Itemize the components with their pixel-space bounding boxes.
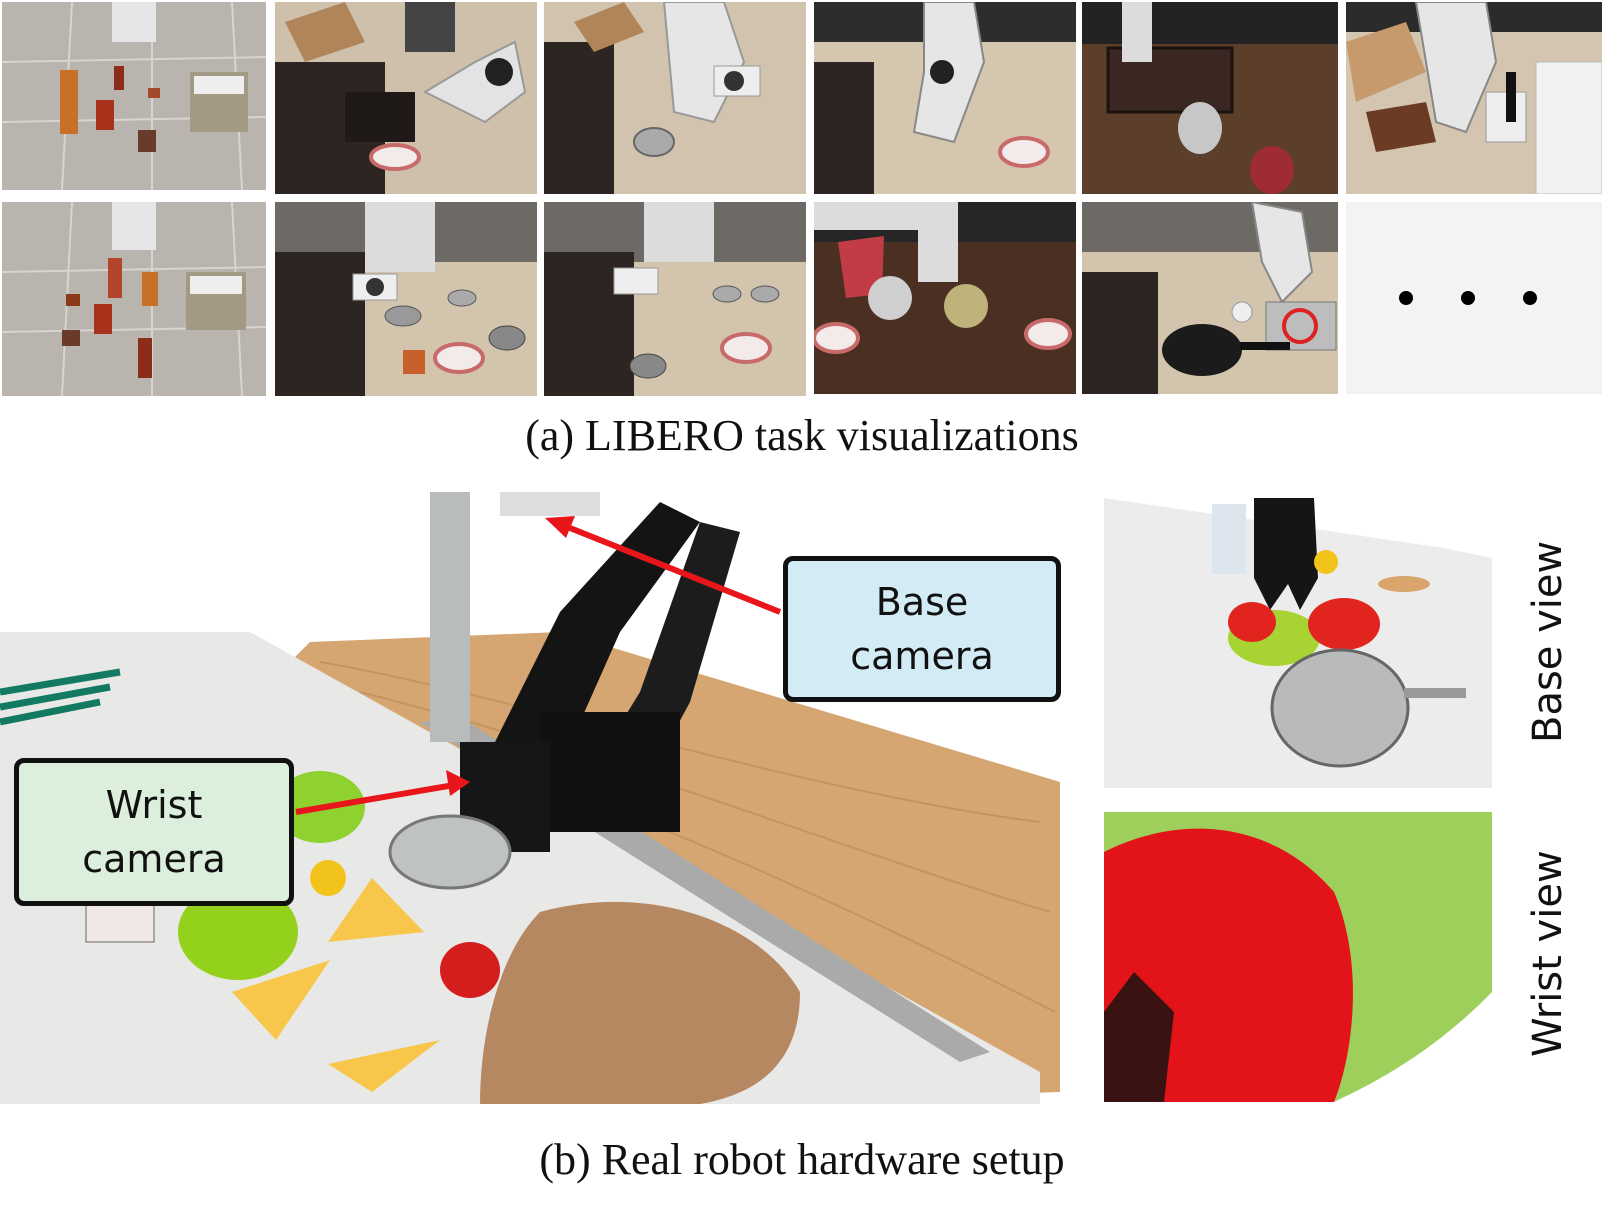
libero-tile-9 [544,202,806,396]
base-view-photo [1104,498,1492,788]
libero-tile-5 [1082,2,1338,194]
libero-tile-6 [1346,2,1602,194]
panel-b-caption: (b) Real robot hardware setup [539,1135,1065,1184]
wrist-view-photo [1104,812,1492,1102]
libero-tile-11 [1082,202,1338,394]
ellipsis-dot [1523,291,1537,305]
libero-tile-1 [2,2,266,190]
ellipsis-dot [1461,291,1475,305]
libero-tile-continuation [1346,202,1602,394]
ellipsis-icon [1399,291,1537,305]
wrist-view-label: Wrist view [1525,850,1571,1057]
libero-tile-3 [544,2,806,194]
base-camera-callout: Base camera [783,556,1061,702]
base-camera-label: Base camera [850,580,994,678]
libero-tile-4 [814,2,1076,194]
base-view-label: Base view [1525,540,1571,743]
panel-a-caption: (a) LIBERO task visualizations [525,411,1079,460]
wrist-camera-label: Wrist camera [82,783,226,881]
ellipsis-dot [1399,291,1413,305]
libero-tile-2 [275,2,537,194]
libero-tile-10 [814,202,1076,394]
wrist-camera-callout: Wrist camera [14,758,294,906]
libero-tile-8 [275,202,537,396]
libero-tile-7 [2,202,266,396]
